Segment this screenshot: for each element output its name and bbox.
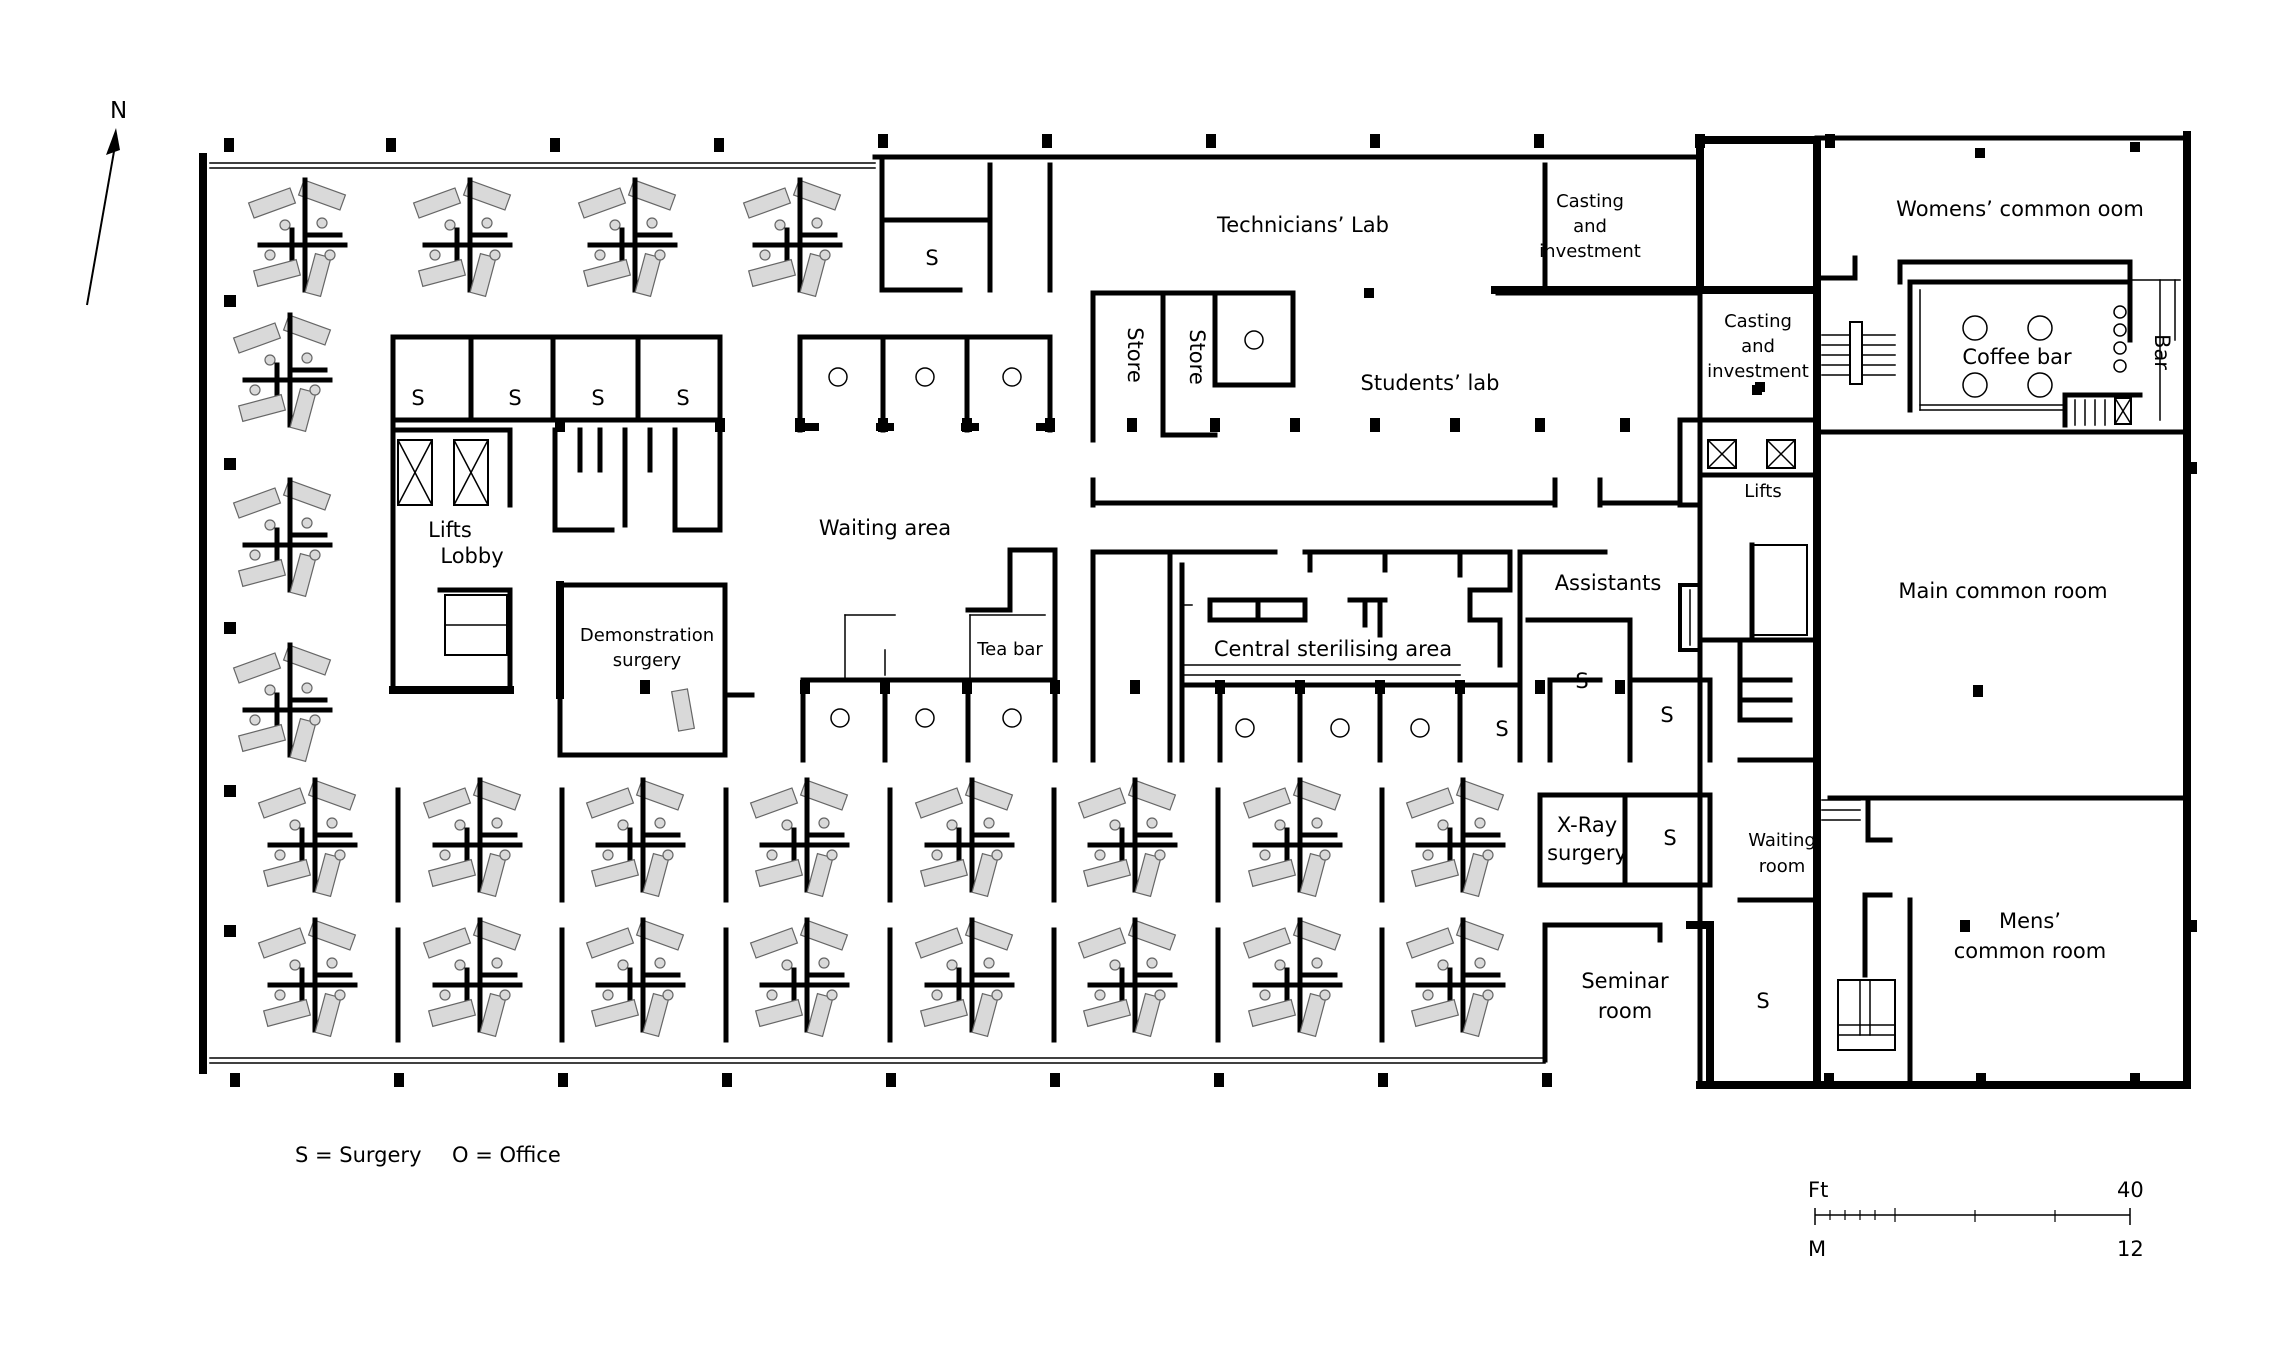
north-label: N (110, 98, 127, 124)
label-coffee-bar: Coffee bar (1962, 345, 2072, 369)
label-main-common: Main common room (1898, 579, 2107, 603)
label-demonstration-l1: Demonstration (580, 625, 714, 646)
surgery-mark: S (1663, 826, 1676, 850)
label-casting1-l3: investment (1539, 241, 1641, 262)
lift-core-right (1697, 417, 1818, 1088)
surgery-mark: S (1660, 703, 1673, 727)
offices-top (796, 334, 1054, 433)
label-tea-bar: Tea bar (976, 639, 1043, 660)
label-xray-l2: surgery (1547, 841, 1627, 865)
cluster-dividers (224, 785, 1385, 1043)
office-mark-icon (915, 708, 935, 728)
room-labels: Technicians’ Lab Casting and investment … (428, 191, 2174, 1023)
label-technicians-lab: Technicians’ Lab (1216, 213, 1389, 237)
office-mark-icon (1244, 330, 1264, 350)
legend: S = Surgery O = Office (295, 1143, 561, 1167)
legend-office: O = Office (452, 1143, 561, 1167)
label-waiting-area: Waiting area (819, 516, 951, 540)
legend-surgery: S = Surgery (295, 1143, 422, 1167)
label-assistants: Assistants (1555, 571, 1662, 595)
labs-walls (1090, 286, 1704, 508)
label-casting2-l1: Casting (1724, 311, 1792, 332)
label-mens-l2: common room (1954, 939, 2106, 963)
office-mark-icon (828, 367, 848, 387)
label-mens-l1: Mens’ (1999, 909, 2061, 933)
surgery-mark: S (411, 386, 424, 410)
label-casting1-l1: Casting (1556, 191, 1624, 212)
office-mark-icon (915, 367, 935, 387)
label-casting2-l3: investment (1707, 361, 1809, 382)
interior-pillars (555, 382, 1765, 694)
surgery-marks: S S S S S S S S S S (411, 246, 1769, 1013)
label-seminar-l2: room (1598, 999, 1652, 1023)
office-mark-icon (1410, 718, 1430, 738)
outer-walls (199, 131, 2191, 1089)
label-seminar-l1: Seminar (1581, 969, 1669, 993)
surgery-mark: S (676, 386, 689, 410)
surgery-mark: S (1575, 669, 1588, 693)
office-mark-icon (830, 708, 850, 728)
common-rooms (1752, 255, 2190, 1088)
label-students-lab: Students’ lab (1361, 371, 1500, 395)
label-store1: Store (1123, 327, 1147, 383)
office-mark-icon (1002, 708, 1022, 728)
label-waiting-room-l1: Waiting (1748, 830, 1816, 851)
label-casting1-l2: and (1573, 216, 1607, 237)
north-arrow-head-icon (106, 128, 120, 155)
label-waiting-room-l2: room (1759, 856, 1806, 877)
office-marks (828, 330, 1430, 738)
label-central-sterilising: Central sterilising area (1214, 637, 1452, 661)
label-lobby: Lobby (440, 544, 503, 568)
right-center-block (1517, 549, 1714, 1089)
surgery-mark: S (925, 246, 938, 270)
label-demonstration-l2: surgery (613, 650, 682, 671)
scale-m-value: 12 (2117, 1237, 2144, 1261)
perimeter-pillars (224, 134, 2197, 1087)
label-casting2-l2: and (1741, 336, 1775, 357)
label-lifts-right: Lifts (1744, 481, 1782, 502)
surgery-mark: S (1756, 989, 1769, 1013)
scale-ft-unit: Ft (1808, 1178, 1828, 1202)
label-lifts: Lifts (428, 518, 472, 542)
office-mark-icon (1330, 718, 1350, 738)
scale-bar: Ft 40 M 12 (1808, 1178, 2144, 1261)
surgery-mark: S (591, 386, 604, 410)
surgery-mark: S (508, 386, 521, 410)
office-mark-icon (1235, 718, 1255, 738)
label-womens: Womens’ common oom (1896, 197, 2144, 221)
north-arrow: N (86, 98, 127, 306)
label-bar: Bar (2150, 334, 2174, 370)
label-xray-l1: X-Ray (1557, 813, 1617, 837)
scale-m-unit: M (1808, 1237, 1826, 1261)
surgery-mark: S (1495, 717, 1508, 741)
scale-ft-value: 40 (2117, 1178, 2144, 1202)
desk-clusters (234, 180, 1504, 1036)
office-mark-icon (1002, 367, 1022, 387)
label-store2: Store (1185, 329, 1209, 385)
